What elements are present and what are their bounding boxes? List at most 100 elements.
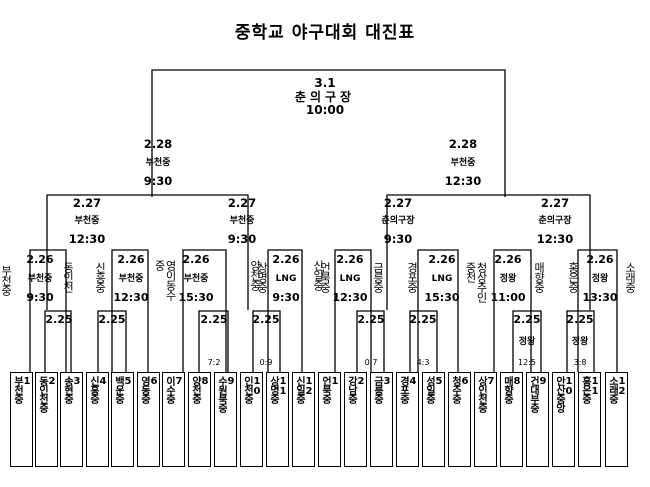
advancing-team: 소래중 [623, 262, 637, 292]
r16-5-time: 12:30 [332, 291, 368, 304]
semi-left-venue: 부천중 [145, 158, 171, 168]
r16-2-time: 12:30 [113, 291, 149, 304]
r16-1-time: 9:30 [26, 291, 54, 304]
r24-1-date: 2.25 [45, 313, 73, 326]
advancing-team: 부천중 [0, 265, 13, 295]
qf1-time: 12:30 [68, 232, 106, 246]
r16-5-date: 2.26 [336, 253, 364, 266]
qf1-venue: 부천중 [74, 216, 100, 226]
qf4-date: 2.27 [540, 196, 570, 210]
r16-6-venue: LNG [431, 274, 453, 284]
advancing-team: 동인천 [61, 262, 75, 292]
advancing-team: 양천중 [248, 260, 262, 290]
r16-2-date: 2.26 [117, 253, 145, 266]
r16-7-venue: 정왕 [499, 274, 517, 284]
semi-right-time: 12:30 [444, 174, 482, 188]
score-label: 0:9 [259, 358, 273, 367]
page-title: 중학교 야구대회 대진표 [234, 23, 416, 43]
score-label: 12:5 [518, 358, 536, 367]
r24-5-date: 2.25 [357, 313, 385, 326]
r16-3-time: 15:30 [178, 291, 214, 304]
r24-2-date: 2.25 [98, 313, 126, 326]
r16-4-time: 9:30 [272, 291, 300, 304]
advancing-team: 신흥중 [93, 262, 107, 292]
r24-7-date: 2.25 [513, 313, 541, 326]
qf4-time: 12:30 [536, 232, 574, 246]
advancing-team: 금릉중 [371, 262, 385, 292]
r16-7-time: 11:00 [490, 291, 526, 304]
qf1-date: 2.27 [72, 196, 102, 210]
r16-6-date: 2.26 [428, 253, 456, 266]
r16-8-time: 13:30 [582, 291, 618, 304]
qf2-time: 9:30 [227, 232, 257, 246]
r16-1-venue: 부천중 [27, 274, 53, 284]
advancing-team: 청상주인중천 [464, 262, 488, 302]
qf2-venue: 부천중 [229, 216, 255, 226]
final-venue: 춘의구장 [294, 90, 356, 104]
r24-3-date: 2.25 [200, 313, 228, 326]
score-label: 4:3 [416, 358, 430, 367]
r16-3-date: 2.26 [182, 253, 210, 266]
r24-6-date: 2.25 [409, 313, 437, 326]
r16-2-venue: 부천중 [118, 274, 144, 284]
advancing-team: 영이동수중 [153, 260, 177, 300]
r24-8-venue: 정왕 [571, 337, 589, 347]
r24-7-venue: 정왕 [518, 337, 536, 347]
qf2-date: 2.27 [227, 196, 257, 210]
r16-7-date: 2.26 [494, 253, 522, 266]
qf4-venue: 춘의구장 [538, 216, 572, 226]
advancing-team: 경포중 [405, 262, 419, 292]
semi-left-date: 2.28 [143, 137, 173, 151]
r16-5-venue: LNG [339, 274, 361, 284]
score-label: 3:8 [573, 358, 587, 367]
semi-right-venue: 부천중 [450, 158, 476, 168]
advancing-team: 매향중 [532, 262, 546, 292]
r16-8-venue: 정왕 [591, 274, 609, 284]
semi-right-date: 2.28 [448, 137, 478, 151]
r16-6-time: 15:30 [424, 291, 460, 304]
r16-4-date: 2.26 [272, 253, 300, 266]
r16-1-date: 2.26 [26, 253, 54, 266]
r24-4-date: 2.25 [252, 313, 280, 326]
qf3-venue: 춘의구장 [381, 216, 415, 226]
r16-8-date: 2.26 [586, 253, 614, 266]
advancing-team: 홍은중 [566, 262, 580, 292]
r16-3-venue: 부천중 [183, 274, 209, 284]
final-time: 10:00 [305, 103, 345, 117]
final-date: 3.1 [314, 76, 336, 90]
semi-left-time: 9:30 [143, 174, 173, 188]
qf3-date: 2.27 [383, 196, 413, 210]
r16-4-venue: LNG [275, 274, 297, 284]
qf3-time: 9:30 [383, 232, 413, 246]
advancing-team: 신일중 [311, 260, 325, 290]
score-label: 7:2 [207, 358, 221, 367]
r24-8-date: 2.25 [566, 313, 594, 326]
advancing-team: 언북중 [318, 262, 332, 292]
